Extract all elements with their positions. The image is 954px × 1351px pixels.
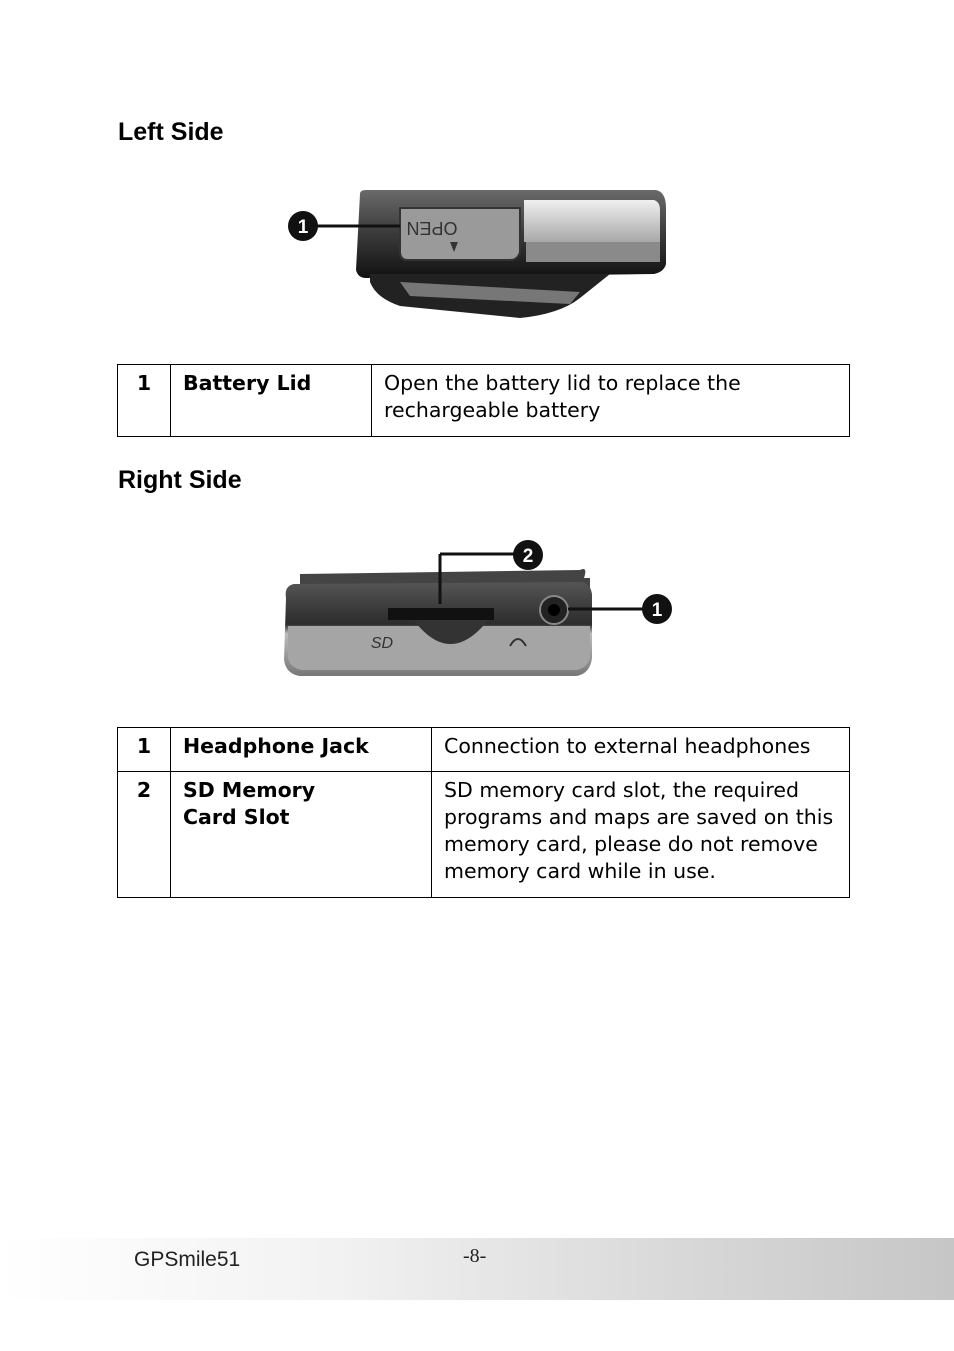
callout-1-number: 1 [652,600,663,621]
part-name: Headphone Jack [170,727,432,772]
part-name: Battery Lid [170,364,372,437]
part-number: 1 [117,364,171,437]
part-description: SD memory card slot, the required progra… [431,771,850,898]
table-row: 1 Battery Lid Open the battery lid to re… [117,364,850,437]
footer-page-number: -8- [463,1245,487,1267]
right-side-parts-table: 1 Headphone Jack Connection to external … [117,727,850,898]
callout-2-number: 2 [523,546,534,567]
right-side-device-illustration: SD 2 1 [284,540,672,676]
callout-1-badge [642,594,672,624]
right-side-heading: Right Side [118,466,242,494]
left-side-heading: Left Side [118,118,224,146]
part-name: SD Memory Card Slot [170,771,432,898]
table-row: 1 Headphone Jack Connection to external … [117,727,850,772]
callout-1-badge [288,211,318,241]
part-number: 1 [117,727,171,772]
callout-1-number: 1 [298,217,309,238]
headphone-icon [509,638,527,647]
part-number: 2 [117,771,171,898]
footer-model-name: GPSmile51 [134,1248,241,1271]
part-description: Open the battery lid to replace the rech… [371,364,850,437]
table-row: 2 SD Memory Card Slot SD memory card slo… [117,771,850,898]
part-description: Connection to external headphones [431,727,850,772]
open-label: OPEN [406,218,457,238]
sd-slot-vents [388,608,494,620]
left-side-device-illustration: OPEN 1 [288,190,666,318]
page-footer: GPSmile51 -8- [0,1238,954,1300]
left-side-parts-table: 1 Battery Lid Open the battery lid to re… [117,364,850,437]
sd-logo: SD [371,635,394,652]
callout-2-badge [513,540,543,570]
